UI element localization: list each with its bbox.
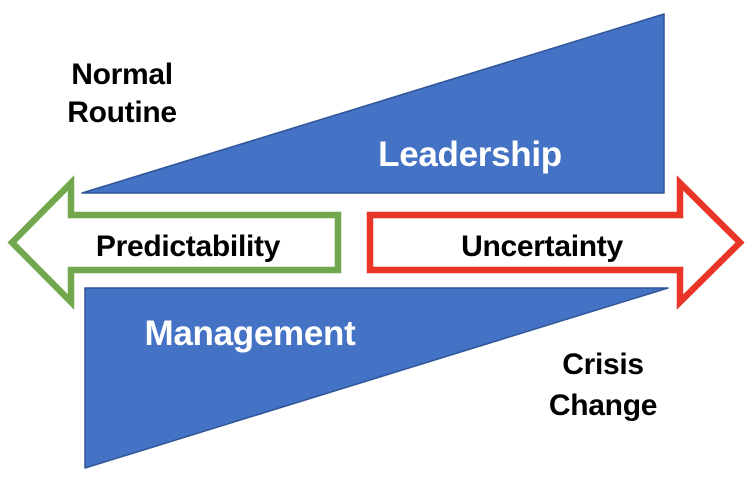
management-triangle: [84, 287, 669, 469]
crisis-change-annotation: Crisis Change: [518, 344, 688, 426]
uncertainty-label: Uncertainty: [461, 230, 623, 263]
normal-routine-line1: Normal: [71, 58, 173, 91]
leadership-label: Leadership: [378, 135, 562, 174]
crisis-change-line1: Crisis: [562, 348, 644, 381]
predictability-arrow-shape: [7, 175, 342, 310]
predictability-label: Predictability: [95, 230, 281, 263]
normal-routine-line2: Routine: [67, 96, 177, 129]
normal-routine-annotation: Normal Routine: [38, 56, 206, 132]
crisis-change-line2: Change: [548, 389, 658, 422]
uncertainty-arrow-shape: [366, 175, 745, 310]
management-label: Management: [144, 314, 356, 353]
leadership-triangle: [81, 13, 665, 194]
